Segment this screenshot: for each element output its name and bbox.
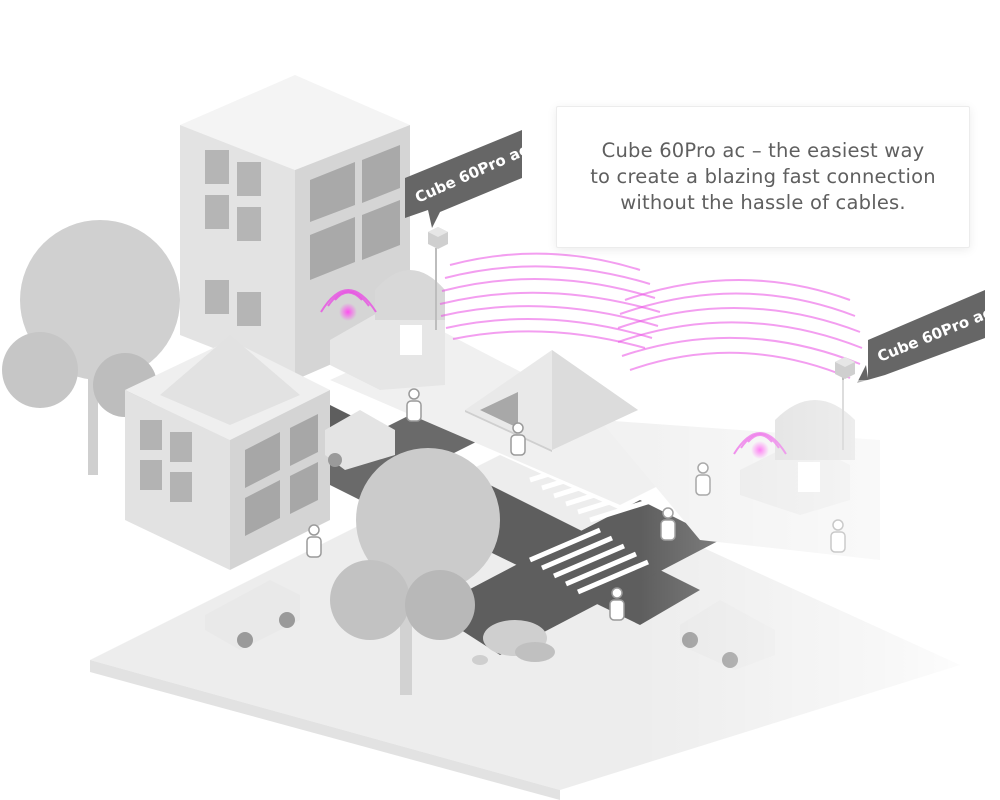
signal-waves-right [617,279,863,379]
front-building [125,335,330,570]
signal-waves-left [439,252,661,349]
pyramid [465,350,638,452]
car [205,580,300,650]
tree-center [330,448,500,695]
feature-callout: Cube 60Pro ac – the easiest way to creat… [556,106,970,248]
car [325,410,395,470]
device-flag: Cube 60Pro ac [405,130,531,228]
callout-text: Cube 60Pro ac – the easiest way to creat… [590,139,936,214]
kiosk-left [330,270,445,390]
cube-device-left [428,227,448,330]
fade-overlay [640,380,1000,800]
rocks [472,620,555,665]
wifi-arcs-left [320,289,377,313]
device-glow-icon [339,303,357,321]
device-flag: Cube 60Pro ac [857,290,994,383]
